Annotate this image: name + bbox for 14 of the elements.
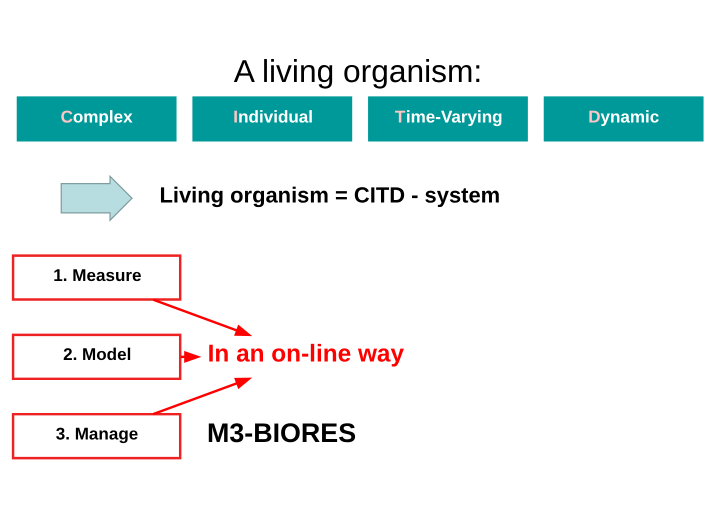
node-box: Individual [192, 96, 352, 142]
arrow [152, 378, 252, 416]
node-arrow [60, 174, 133, 222]
node-text: In an on-line way [208, 340, 404, 368]
arrow [152, 298, 252, 336]
diagram-title: A living organism: [234, 53, 482, 90]
node-box: 1. Measure [12, 254, 182, 301]
node-box: Dynamic [544, 96, 704, 142]
node-box: 2. Model [12, 334, 182, 380]
node-label: Living organism = CITD - system [159, 182, 500, 208]
node-box: Time-Varying [368, 96, 528, 142]
node-box: 3. Manage [12, 412, 182, 460]
node-box: Complex [16, 96, 177, 142]
label: M3-BIORES [207, 418, 356, 448]
